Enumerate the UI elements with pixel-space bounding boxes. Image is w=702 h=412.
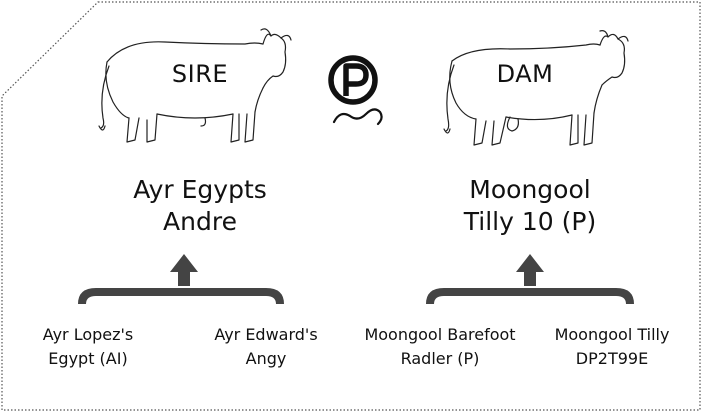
sire-label: SIRE xyxy=(171,60,229,88)
sire-lineage-bracket xyxy=(78,254,284,304)
dam-grandsire-line2: Radler (P) xyxy=(400,349,480,368)
sire-name-line2: Andre xyxy=(163,207,237,236)
sire-granddam-line1: Ayr Edward's xyxy=(214,325,318,344)
sire-name-line1: Ayr Egypts xyxy=(133,175,267,204)
dam-name: Moongool Tilly 10 (P) xyxy=(420,174,640,238)
sire-grandsire-name: Ayr Lopez's Egypt (AI) xyxy=(18,323,158,371)
dam-cow-icon xyxy=(443,30,629,146)
sire-grandsire-line1: Ayr Lopez's xyxy=(42,325,134,344)
dam-grandsire-name: Moongool Barefoot Radler (P) xyxy=(340,323,540,371)
sire-name: Ayr Egypts Andre xyxy=(95,174,305,238)
dam-lineage-bracket xyxy=(426,254,634,304)
dam-granddam-name: Moongool Tilly DP2T99E xyxy=(532,323,692,371)
sire-grandsire-line2: Egypt (AI) xyxy=(48,349,128,368)
polled-p-icon xyxy=(328,55,383,126)
dam-granddam-line1: Moongool Tilly xyxy=(554,325,670,344)
dam-label: DAM xyxy=(496,60,554,88)
dam-name-line2: Tilly 10 (P) xyxy=(463,207,597,236)
sire-granddam-name: Ayr Edward's Angy xyxy=(196,323,336,371)
dam-name-line1: Moongool xyxy=(469,175,591,204)
dam-grandsire-line1: Moongool Barefoot xyxy=(364,325,516,344)
sire-bull-icon xyxy=(98,28,292,143)
sire-granddam-line2: Angy xyxy=(245,349,287,368)
dam-granddam-line2: DP2T99E xyxy=(575,349,649,368)
